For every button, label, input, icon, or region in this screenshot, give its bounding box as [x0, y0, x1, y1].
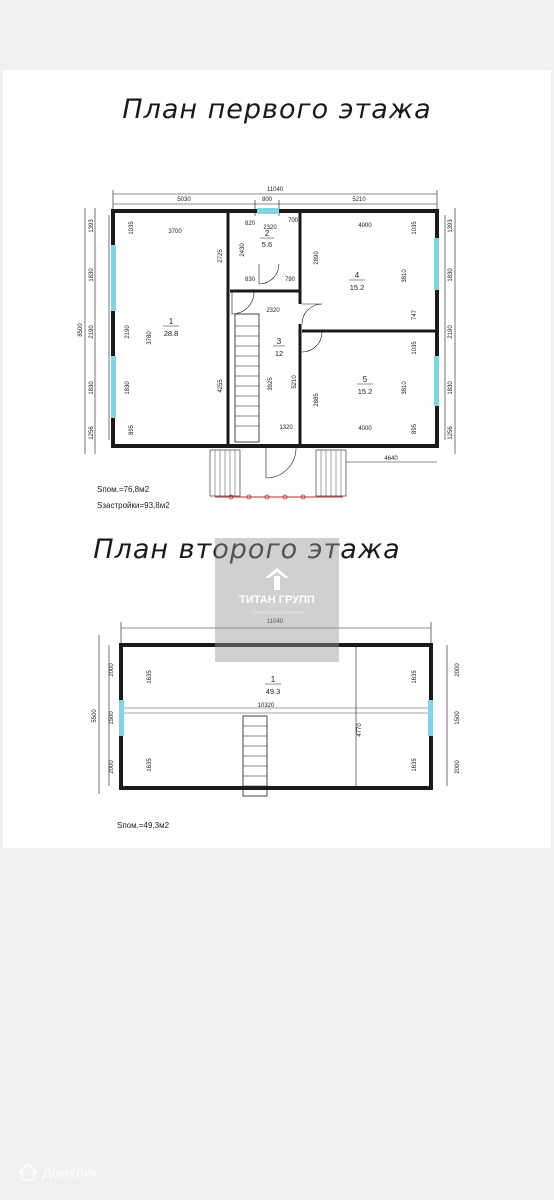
dimension-label: 4640	[384, 456, 398, 462]
dimension-label: 790	[285, 277, 296, 283]
dimension-label: 1500	[455, 711, 461, 725]
company-watermark: ТИТАН ГРУПП строительная компания	[215, 538, 339, 662]
floor1-dimensions: 11040 5030 800 5210 8500 1393 1830 2190 …	[78, 187, 454, 462]
dimension-label: 3780	[147, 331, 153, 345]
dimension-label: 1500	[109, 711, 115, 725]
dimension-label: 5500	[92, 709, 98, 723]
dimension-label: 2885	[314, 393, 320, 407]
dimension-label: 1256	[89, 426, 95, 440]
dimension-label: 11040	[267, 619, 284, 625]
dimension-label: 895	[412, 423, 418, 434]
dimension-label: 2320	[263, 225, 277, 231]
dimension-label: 2725	[218, 249, 224, 263]
room-number: 4	[355, 271, 360, 280]
dimension-label: 1256	[448, 426, 454, 440]
dimension-label: 2430	[240, 243, 246, 257]
dimension-label: 4255	[218, 379, 224, 393]
house-icon	[18, 1163, 38, 1181]
dimension-label: 2890	[314, 251, 320, 265]
dimension-label: 1635	[147, 758, 153, 772]
room-number: 2	[265, 229, 270, 238]
floor1-building-area: Sзастройки=93,8м2	[97, 501, 170, 510]
dimension-label: 2190	[125, 325, 131, 339]
dimension-label: 2000	[455, 760, 461, 774]
dimension-label: 1830	[89, 381, 95, 395]
dimension-label: 1635	[412, 670, 418, 684]
dimension-label: 4000	[358, 223, 372, 229]
floor2-room-labels: 1 49.3	[265, 675, 281, 696]
dimension-label: 747	[412, 309, 418, 320]
watermark-tagline: строительная компания	[249, 610, 305, 616]
floor2-outer-walls	[119, 643, 433, 790]
dimension-label: 11040	[267, 187, 284, 193]
dimension-label: 700	[288, 218, 299, 224]
room-area: 15.2	[350, 283, 365, 292]
domclick-brand: Домклик	[18, 1160, 97, 1184]
dimension-label: 2190	[89, 325, 95, 339]
floor2-area-total: Sпом.=49,3м2	[117, 821, 170, 830]
dimension-label: 1830	[89, 268, 95, 282]
room-number: 3	[277, 337, 282, 346]
titan-logo-icon	[265, 568, 289, 590]
dimension-label: 2000	[109, 663, 115, 677]
room-area: 49.3	[266, 687, 281, 696]
dimension-label: 1830	[448, 268, 454, 282]
floor2-title: План второго этажа	[93, 534, 401, 565]
dimension-label: 800	[262, 197, 273, 203]
dimension-label: 2320	[266, 308, 280, 314]
dimension-label: 3810	[402, 269, 408, 283]
dimension-label: 8500	[78, 323, 84, 337]
dimension-label: 2000	[109, 760, 115, 774]
dimension-label: 1635	[412, 758, 418, 772]
dimension-label: 4770	[357, 723, 363, 737]
room-area: 12	[275, 349, 283, 358]
dimension-label: 1393	[89, 219, 95, 233]
room-area: 28.8	[164, 329, 179, 338]
dimension-label: 4000	[358, 426, 372, 432]
floor-plan-drawing: 11040 5030 800 5210 8500 1393 1830 2190 …	[78, 187, 461, 830]
dimension-label: 3810	[402, 381, 408, 395]
dimension-label: 1635	[147, 670, 153, 684]
dimension-label: 895	[129, 424, 135, 435]
outer-walls	[111, 209, 439, 448]
dimension-label: 1830	[448, 381, 454, 395]
dimension-label: 3925	[268, 377, 274, 391]
floor1-windows	[111, 208, 439, 418]
dimension-label: 10320	[258, 703, 275, 709]
room-area: 5.6	[262, 240, 272, 249]
dimension-label: 1830	[125, 381, 131, 395]
dimension-label: 2190	[448, 325, 454, 339]
brand-name: Домклик	[42, 1164, 98, 1180]
room-number: 1	[169, 317, 174, 326]
dimension-label: 5210	[352, 197, 366, 203]
dimension-label: 820	[245, 221, 256, 227]
dimension-label: 5030	[177, 197, 191, 203]
porch-posts	[228, 494, 306, 500]
dimension-label: 3700	[168, 229, 182, 235]
floor1-room-labels: 1 28.8 2 5.6 3 12 4 15.2 5 15.2	[163, 229, 373, 396]
dimension-label: 1393	[448, 219, 454, 233]
dimension-label: 1035	[129, 221, 135, 235]
floor2-dimensions: 11040 5500 2000 1500 2000 2000 1500 2000…	[92, 619, 461, 774]
floor1-title: План первого этажа	[122, 94, 432, 125]
floor1-area-total: Sпом.=76,8м2	[97, 485, 150, 494]
dimension-label: 2000	[455, 663, 461, 677]
floor1-plan	[84, 190, 456, 500]
dimension-label: 1320	[279, 425, 293, 431]
dimension-label: 1035	[412, 221, 418, 235]
room-area: 15.2	[358, 387, 373, 396]
dimension-label: 5210	[292, 375, 298, 389]
floor-plan-sheet: План первого этажа План второго этажа	[3, 70, 551, 848]
room-number: 5	[363, 375, 368, 384]
floor2-windows	[119, 700, 433, 736]
dimension-label: 1035	[412, 341, 418, 355]
watermark-name: ТИТАН ГРУПП	[239, 594, 315, 606]
stairs	[234, 313, 260, 443]
dimension-label: 830	[245, 277, 256, 283]
room-number: 1	[271, 675, 276, 684]
